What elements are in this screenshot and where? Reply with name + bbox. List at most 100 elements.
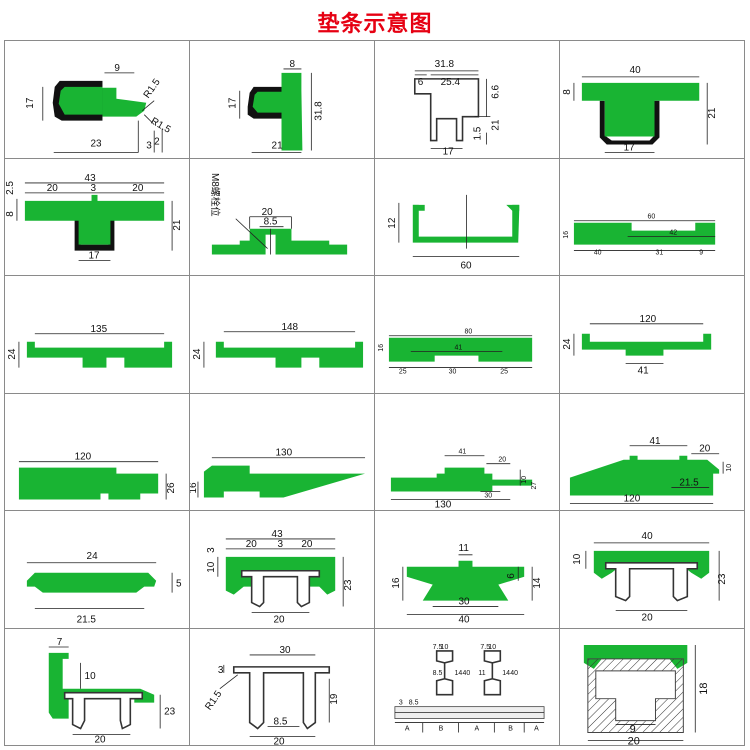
dim-label: 24 bbox=[7, 348, 18, 360]
dim-label: 2 bbox=[154, 137, 160, 148]
profile-grid: 9 R1.5 R1.5 17 23 3 2 8 17 31.8 21 31.8 … bbox=[4, 40, 745, 746]
dim-label: 2.5 bbox=[5, 180, 16, 194]
dim-label: 20 bbox=[699, 443, 711, 454]
dim-label: 25 bbox=[399, 369, 407, 376]
dim-label: 21.5 bbox=[679, 477, 699, 488]
dim-label: 40 bbox=[510, 669, 518, 676]
profile-cell-13: 120 26 bbox=[5, 393, 190, 511]
profile-drawing-8: 60 42 40 31 9 16 bbox=[563, 213, 716, 256]
dim-label: A bbox=[405, 725, 410, 732]
dim-label: 20 bbox=[47, 182, 59, 193]
profile-cell-16: 41 20 10 21.5 120 bbox=[560, 393, 745, 511]
dim-label: 80 bbox=[465, 329, 473, 336]
dim-label: 20 bbox=[132, 182, 144, 193]
profile-cell-5: 43 20 3 20 2.5 8 21 17 bbox=[5, 158, 190, 276]
profile-drawing-5: 43 20 3 20 2.5 8 21 17 bbox=[5, 172, 183, 261]
profile-drawing-22: 30 3 R1.5 19 8.5 20 bbox=[203, 644, 340, 745]
dim-label: 16 bbox=[391, 577, 402, 589]
dim-label: 17 bbox=[89, 250, 101, 261]
dim-label: 43 bbox=[85, 172, 97, 183]
dim-label: 10 bbox=[441, 643, 449, 650]
dim-label: 26 bbox=[166, 481, 177, 493]
profile-drawing-16: 41 20 10 21.5 120 bbox=[569, 435, 733, 504]
dim-label: 24 bbox=[87, 551, 99, 562]
dim-label: 12 bbox=[387, 217, 398, 229]
profile-drawing-13: 120 26 bbox=[18, 451, 177, 499]
profile-cell-7: 12 60 bbox=[375, 158, 560, 276]
dim-label: 1.5 bbox=[472, 126, 483, 140]
dim-label: 18 bbox=[698, 682, 710, 694]
dim-label: 31.8 bbox=[313, 101, 324, 121]
dim-label: 25 bbox=[500, 369, 508, 376]
dim-label: 10 bbox=[521, 475, 528, 483]
dim-label: 21 bbox=[172, 219, 183, 231]
dim-label: 17 bbox=[228, 97, 239, 109]
profile-drawing-2: 8 17 31.8 21 bbox=[228, 59, 324, 153]
dim-label: 6 bbox=[418, 77, 424, 88]
profile-cell-4: 40 8 21 17 bbox=[560, 41, 745, 159]
dim-label: 7.5 bbox=[433, 643, 443, 650]
profile-drawing-24: 18 9 20 bbox=[583, 644, 710, 745]
dim-label: 8.5 bbox=[264, 216, 278, 227]
dim-label: 6.6 bbox=[490, 84, 501, 98]
dim-label: 41 bbox=[455, 345, 463, 352]
dim-label: 120 bbox=[640, 314, 657, 325]
dim-label: 10 bbox=[85, 670, 97, 681]
dim-label: 40 bbox=[642, 531, 654, 542]
profile-drawing-4: 40 8 21 17 bbox=[562, 65, 718, 154]
dim-label: 21 bbox=[707, 107, 718, 119]
profile-cell-3: 31.8 6 25.4 6.6 21 1.5 17 bbox=[375, 41, 560, 159]
profile-cell-10: 148 24 bbox=[190, 276, 375, 394]
dim-label: 27 bbox=[531, 481, 538, 489]
dim-label: 41 bbox=[638, 366, 650, 377]
dim-label: 23 bbox=[91, 138, 103, 149]
dim-label: 41 bbox=[459, 448, 467, 455]
dim-label: R1.5 bbox=[142, 77, 163, 101]
dim-label: 5 bbox=[176, 579, 182, 590]
dim-label: 30 bbox=[280, 644, 292, 655]
dim-label: 148 bbox=[282, 322, 299, 333]
dim-label: 19 bbox=[329, 693, 340, 705]
dim-label: 31 bbox=[655, 249, 663, 256]
dim-label: 23 bbox=[164, 706, 176, 717]
profile-drawing-18: 43 20 3 20 3 10 23 20 bbox=[206, 529, 354, 626]
dim-label: B bbox=[439, 725, 444, 732]
dim-label: 23 bbox=[717, 573, 728, 585]
profile-drawing-10: 148 24 bbox=[192, 322, 364, 368]
dim-label: 3 bbox=[278, 539, 284, 550]
profile-drawing-9: 135 24 bbox=[7, 324, 173, 368]
dim-label: A bbox=[534, 725, 539, 732]
profile-cell-2: 8 17 31.8 21 bbox=[190, 41, 375, 159]
dim-label: 9 bbox=[630, 723, 636, 735]
dim-label: 30 bbox=[449, 369, 457, 376]
dim-label: 10 bbox=[206, 561, 217, 573]
dim-label: 23 bbox=[343, 579, 354, 591]
profile-cell-1: 9 R1.5 R1.5 17 23 3 2 bbox=[5, 41, 190, 159]
profile-cell-9: 135 24 bbox=[5, 276, 190, 394]
profile-drawing-19: 11 16 6 14 30 40 bbox=[391, 543, 543, 626]
dim-label: 130 bbox=[276, 447, 293, 458]
dim-label: 25.4 bbox=[441, 77, 461, 88]
page-title: 垫条示意图 bbox=[317, 12, 433, 37]
dim-label: 8.5 bbox=[433, 669, 443, 676]
dim-label: 30 bbox=[484, 492, 492, 499]
dim-label: 20 bbox=[262, 206, 274, 217]
dim-label: 120 bbox=[624, 493, 641, 504]
profile-drawing-11: 80 41 25 30 25 16 bbox=[378, 329, 533, 376]
profile-drawing-3: 31.8 6 25.4 6.6 21 1.5 17 bbox=[413, 59, 501, 157]
dim-label: 3 bbox=[206, 547, 217, 553]
dim-label: 9 bbox=[699, 249, 703, 256]
dim-label: 3 bbox=[146, 140, 152, 151]
profile-cell-15: 41 20 10 27 30 130 bbox=[375, 393, 560, 511]
dim-label: 20 bbox=[301, 539, 313, 550]
profile-drawing-15: 41 20 10 27 30 130 bbox=[390, 448, 538, 510]
profile-cell-18: 43 20 3 20 3 10 23 20 bbox=[190, 511, 375, 629]
dim-label: 21.5 bbox=[77, 614, 97, 625]
dim-label: 14 bbox=[502, 669, 510, 676]
profile-cell-20: 40 10 23 20 bbox=[560, 511, 745, 629]
dim-label: 16 bbox=[563, 230, 570, 238]
profile-cell-8: 60 42 40 31 9 16 bbox=[560, 158, 745, 276]
dim-label: 16 bbox=[378, 344, 385, 352]
dim-label: 7 bbox=[57, 636, 63, 647]
profile-drawing-23: 7.5 10 7.5 10 8.5 14 40 11 14 40 3 8.5 A… bbox=[394, 643, 545, 732]
